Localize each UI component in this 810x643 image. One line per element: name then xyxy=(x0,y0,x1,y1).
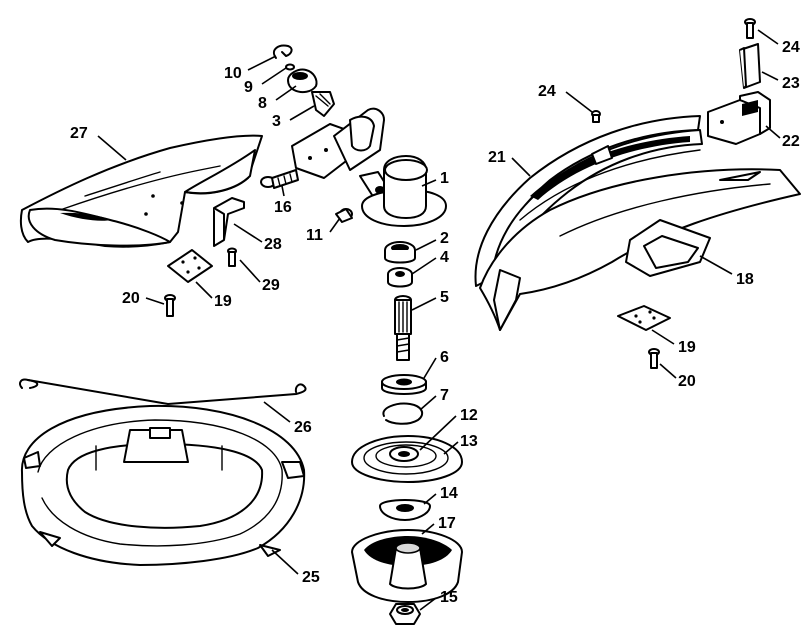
callout-labels: 1 2 3 4 5 6 7 8 9 10 11 12 13 14 15 16 1… xyxy=(70,39,800,606)
callout-20-left: 20 xyxy=(122,290,140,307)
pin-9 xyxy=(285,63,295,71)
callout-9: 9 xyxy=(244,79,253,96)
callout-2: 2 xyxy=(440,230,449,247)
callout-25: 25 xyxy=(302,569,320,586)
callout-21: 21 xyxy=(488,149,506,166)
callout-14: 14 xyxy=(440,485,458,502)
callout-19-right: 19 xyxy=(678,339,696,356)
screw-29 xyxy=(227,247,237,267)
callout-28: 28 xyxy=(264,236,282,253)
callout-8: 8 xyxy=(258,95,267,112)
screw-20-right xyxy=(648,348,660,369)
callout-18: 18 xyxy=(736,271,754,288)
lower-guard-25 xyxy=(20,404,306,566)
callout-19-left: 19 xyxy=(214,293,232,310)
support-wire-26 xyxy=(19,378,307,405)
leader-lines xyxy=(97,29,781,611)
callout-24-top: 24 xyxy=(782,39,800,56)
screw-20-left xyxy=(164,294,176,317)
thrust-cup-17 xyxy=(351,529,463,603)
callout-22: 22 xyxy=(782,133,800,150)
callout-1: 1 xyxy=(440,170,449,187)
callout-24-mid: 24 xyxy=(538,83,556,100)
callout-20-right: 20 xyxy=(678,373,696,390)
callout-3: 3 xyxy=(272,113,281,130)
nut-15 xyxy=(389,603,421,625)
callout-26: 26 xyxy=(294,419,312,436)
callout-6: 6 xyxy=(440,349,449,366)
washer-14 xyxy=(379,499,431,521)
bracket-28 xyxy=(213,197,245,247)
callout-10: 10 xyxy=(224,65,242,82)
guard-18 xyxy=(479,168,801,331)
plate-19-left xyxy=(167,249,213,283)
deflector-guard-left xyxy=(19,134,263,248)
deflector-guard-21 xyxy=(474,115,703,287)
thrust-plate-13 xyxy=(351,435,463,483)
callout-13: 13 xyxy=(460,433,478,450)
callout-7: 7 xyxy=(440,387,449,404)
bracket-23 xyxy=(739,43,761,89)
gear-housing-1 xyxy=(291,107,447,227)
screw-24-mid xyxy=(591,110,601,123)
callout-23: 23 xyxy=(782,75,800,92)
callout-27: 27 xyxy=(70,125,88,142)
bearing-2 xyxy=(384,241,416,264)
callout-15: 15 xyxy=(440,589,458,606)
callout-16: 16 xyxy=(274,199,292,216)
screw-16 xyxy=(260,169,299,189)
bracket-22 xyxy=(707,91,771,145)
callout-4: 4 xyxy=(440,249,449,266)
output-shaft-5 xyxy=(394,295,412,361)
clip-10 xyxy=(272,44,293,59)
nut-4 xyxy=(387,267,413,288)
plate-19-right xyxy=(617,305,671,331)
circlip-7 xyxy=(382,402,424,425)
callout-17: 17 xyxy=(438,515,456,532)
callout-12: 12 xyxy=(460,407,478,424)
callout-11: 11 xyxy=(306,227,323,244)
callout-29: 29 xyxy=(262,277,280,294)
bearing-6 xyxy=(381,374,427,395)
bevel-pinion-3 xyxy=(311,91,335,117)
callout-5: 5 xyxy=(440,289,449,306)
screw-24-top xyxy=(744,18,756,39)
